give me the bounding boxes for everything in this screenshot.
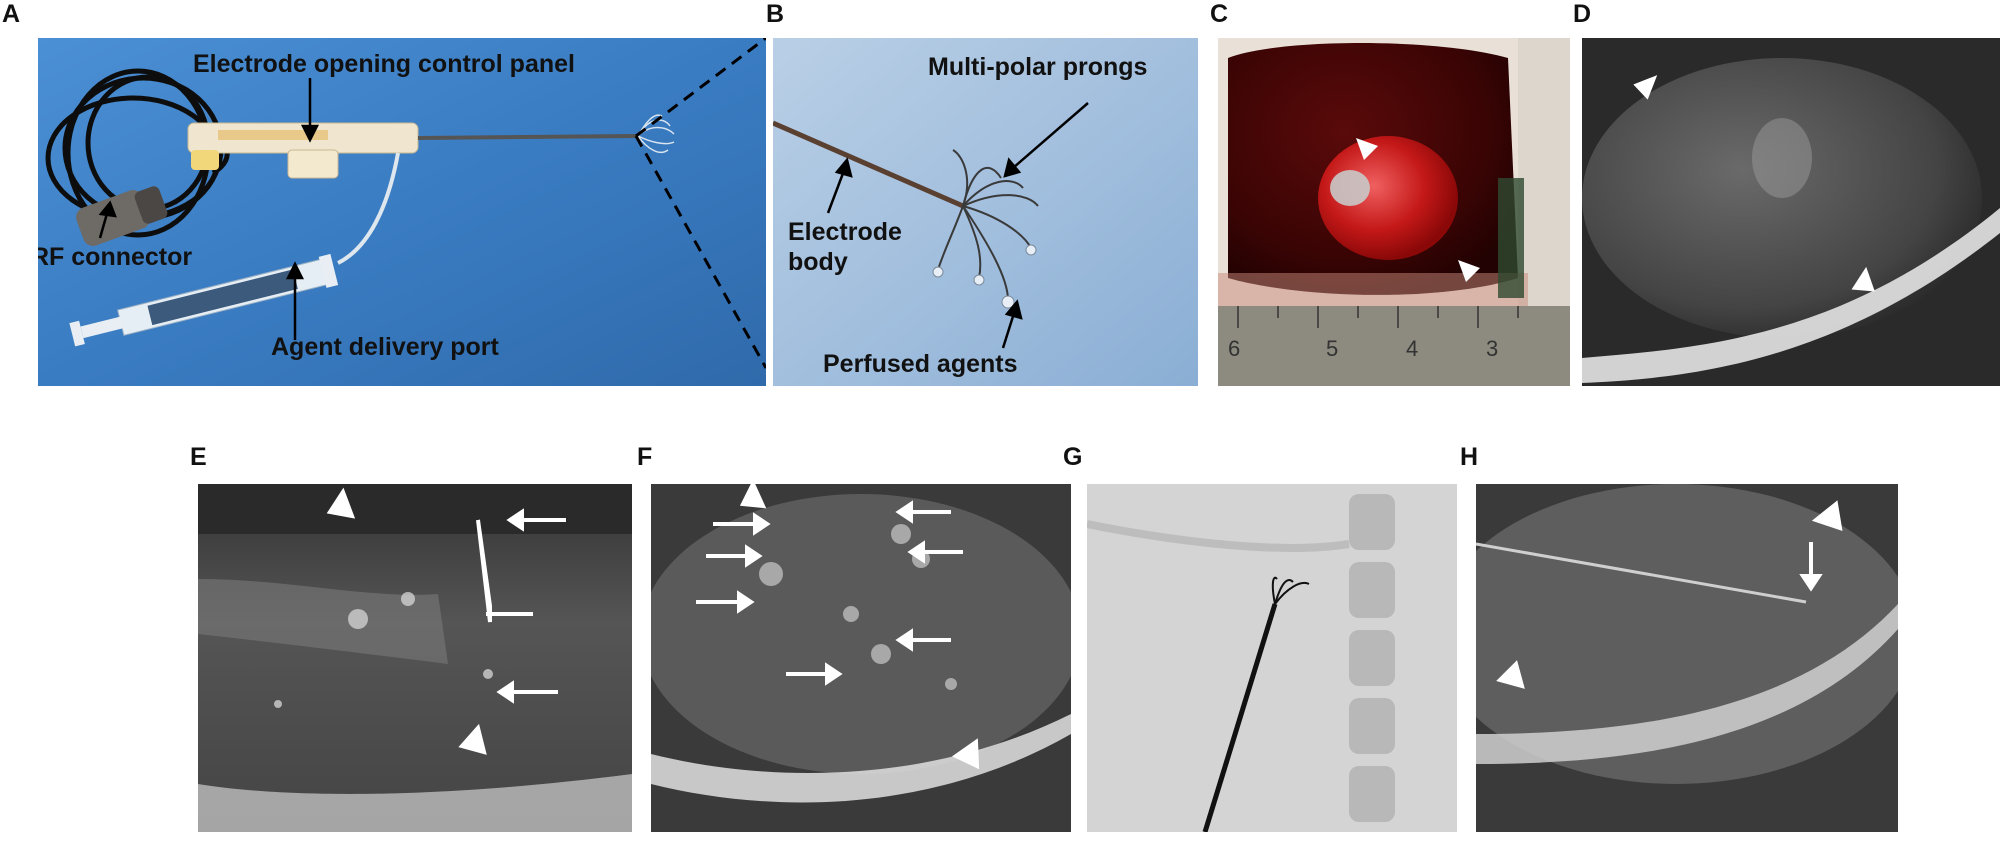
delivery-tubing [337,152,400,265]
label-perfused-agents: Perfused agents [823,350,1018,378]
panel-f-image [651,484,1071,832]
panel-letter-h: H [1460,443,1479,471]
bright-boundary [651,714,1071,803]
perfused-agent-droplets [932,244,1037,309]
panel-letter-d: D [1573,0,1592,28]
panel-letter-a: A [2,0,21,28]
ruler-digit-4: 4 [1406,336,1418,361]
ruler-digit-6: 6 [1228,336,1240,361]
label-electrode-body-line1: Electrode [788,218,902,246]
panel-letter-e: E [190,443,207,471]
rf-connector-plug [76,190,150,246]
panel-letter-c: C [1210,0,1229,28]
panel-b-image [773,38,1198,386]
ruler-digit-5: 5 [1326,336,1338,361]
panel-f-ultrasound [651,484,1071,832]
syringe [69,253,339,347]
zoom-line-top [635,38,766,138]
deployed-prongs [1271,576,1310,605]
bright-boundary [1582,208,2000,383]
tumor-mass [1318,136,1458,260]
panel-e-ultrasound [198,484,632,832]
spine-vertebrae [1349,494,1395,822]
panel-c-tissue-photo: 6 5 4 3 [1218,38,1570,386]
panel-a-image: ​ [38,38,766,386]
zoom-line-bottom [634,135,766,369]
multipolar-prongs [937,149,1039,301]
panel-h-ultrasound [1476,484,1898,832]
panel-h-image [1476,484,1898,832]
panel-c-image: 6 5 4 3 [1218,38,1570,386]
electrode-shaft [1202,603,1278,832]
label-rf-connector: RF connector [38,243,193,271]
panel-a-device-photo: ​ E [38,38,766,386]
panel-g-fluoroscopy [1087,484,1457,832]
electrode-body-shaft [773,120,965,209]
label-delivery-port: Agent delivery port [271,333,499,361]
inserted-electrode-line [1476,542,1807,604]
panel-g-image [1087,484,1457,832]
bright-boundary [1476,604,1898,764]
panel-letter-f: F [637,443,653,471]
panel-d-image [1582,38,2000,386]
panel-d-ultrasound [1582,38,2000,386]
panel-letter-b: B [766,0,785,28]
panel-e-image [198,484,632,832]
label-multipolar-prongs: Multi-polar prongs [928,53,1148,81]
label-electrode-body-line2: body [788,248,848,276]
white-arrows [326,487,566,755]
white-arrows [696,484,980,770]
ruler [1218,306,1570,386]
panel-letter-g: G [1063,443,1083,471]
electrode-shaft [417,134,639,140]
ruler-digit-3: 3 [1486,336,1498,361]
white-arrows [1496,500,1843,689]
label-control-panel: Electrode opening control panel [193,50,575,78]
panel-b-prong-closeup: Multi-polar prongs Electrode body Perfus… [773,38,1198,386]
white-arrowheads [1356,138,1480,282]
bright-boundary [198,774,632,832]
